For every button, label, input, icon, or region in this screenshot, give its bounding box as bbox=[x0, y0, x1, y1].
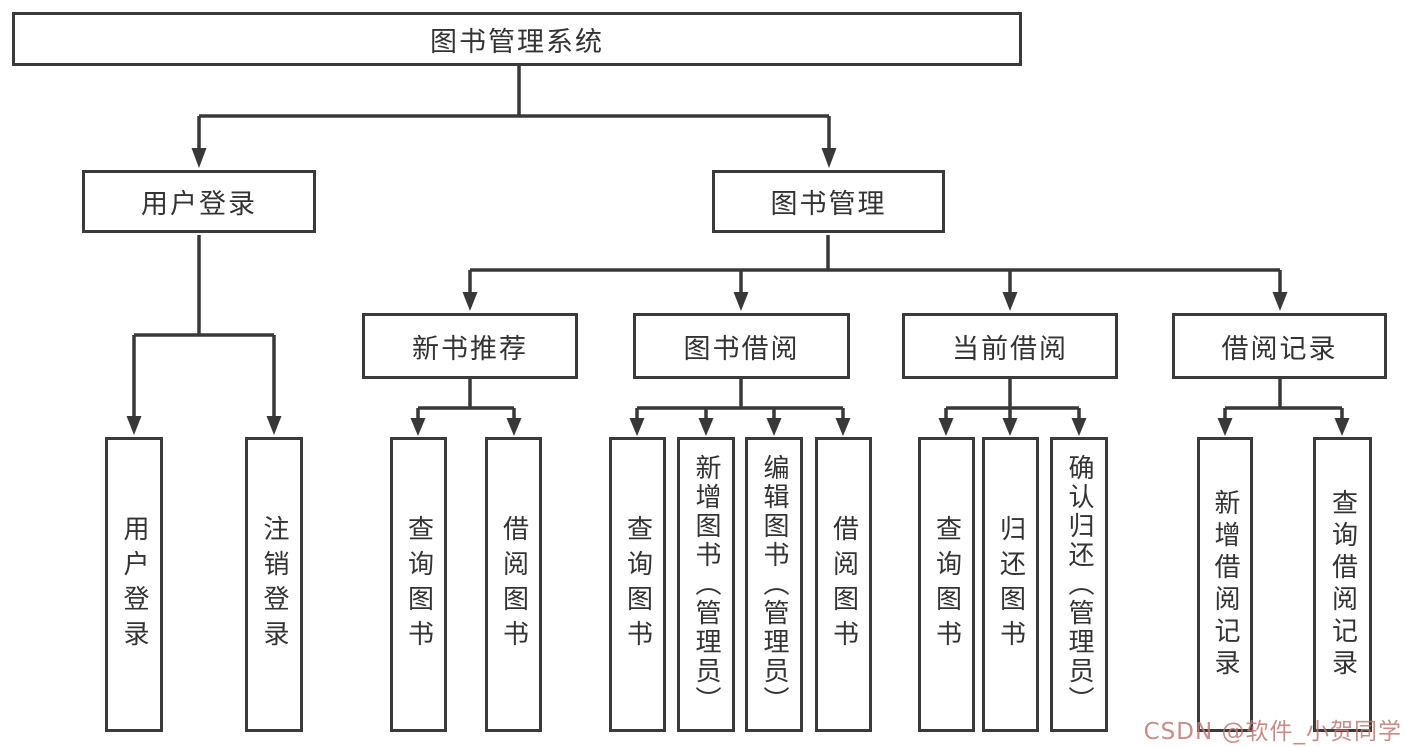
node-label: 查询图书 bbox=[622, 514, 653, 655]
leaf-borrow-query-books: 查询图书 bbox=[609, 437, 666, 732]
node-label: 确认归还（管理员） bbox=[1064, 454, 1094, 715]
arrowhead-icons bbox=[126, 148, 1350, 436]
leaf-current-return-books: 归还图书 bbox=[982, 437, 1039, 732]
node-label: 查询图书 bbox=[931, 514, 962, 655]
node-label: 借阅图书 bbox=[498, 514, 529, 655]
node-label: 归还图书 bbox=[995, 514, 1026, 655]
node-label: 借阅图书 bbox=[828, 514, 859, 655]
node-label: 查询借阅记录 bbox=[1327, 488, 1358, 681]
leaf-records-add-record: 新增借阅记录 bbox=[1197, 437, 1253, 732]
node-label: 编辑图书（管理员） bbox=[759, 454, 789, 715]
leaf-current-confirm-return-admin: 确认归还（管理员） bbox=[1050, 437, 1108, 732]
leaf-records-query-record: 查询借阅记录 bbox=[1313, 437, 1372, 732]
leaf-borrow-borrow-books: 借阅图书 bbox=[815, 437, 872, 732]
node-book-borrow: 图书借阅 bbox=[633, 313, 850, 379]
leaf-current-query-books: 查询图书 bbox=[918, 437, 975, 732]
node-root-system: 图书管理系统 bbox=[12, 12, 1022, 66]
node-label: 新增图书（管理员） bbox=[691, 454, 721, 715]
leaf-recommend-borrow-books: 借阅图书 bbox=[485, 437, 542, 732]
node-label: 当前借阅 bbox=[952, 333, 1068, 365]
leaf-borrow-add-books-admin: 新增图书（管理员） bbox=[677, 437, 735, 732]
leaf-borrow-edit-books-admin: 编辑图书（管理员） bbox=[745, 437, 803, 732]
node-label: 图书管理系统 bbox=[430, 26, 604, 58]
node-label: 注销登录 bbox=[259, 514, 289, 655]
node-label: 查询图书 bbox=[403, 514, 434, 655]
node-label: 新书推荐 bbox=[412, 333, 528, 365]
node-label: 图书管理 bbox=[770, 189, 887, 220]
node-current-borrow: 当前借阅 bbox=[902, 313, 1118, 379]
node-label: 用户登录 bbox=[141, 189, 257, 220]
node-label: 新增借阅记录 bbox=[1210, 488, 1240, 681]
node-label: 用户登录 bbox=[119, 514, 149, 655]
node-new-book-recommend: 新书推荐 bbox=[362, 313, 578, 379]
node-label: 借阅记录 bbox=[1221, 333, 1338, 365]
node-borrow-records: 借阅记录 bbox=[1172, 313, 1387, 379]
node-book-management: 图书管理 bbox=[712, 170, 945, 233]
node-user-login: 用户登录 bbox=[82, 170, 316, 233]
leaf-user-login: 用户登录 bbox=[105, 437, 163, 732]
leaf-logout: 注销登录 bbox=[245, 437, 303, 732]
node-label: 图书借阅 bbox=[683, 333, 800, 365]
csdn-watermark: CSDN @软件_小贺同学 bbox=[1143, 719, 1402, 745]
leaf-recommend-query-books: 查询图书 bbox=[390, 437, 447, 732]
